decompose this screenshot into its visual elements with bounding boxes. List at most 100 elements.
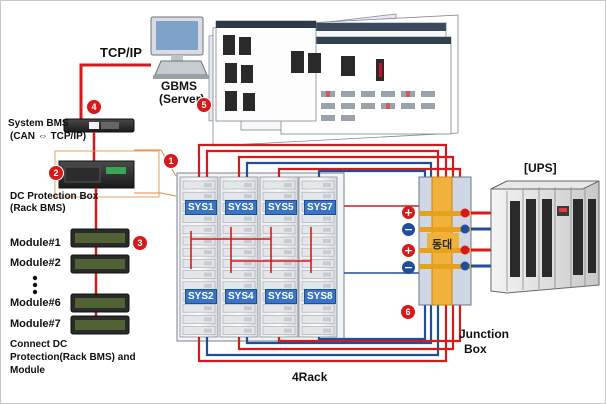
rack-module-slot bbox=[301, 326, 335, 335]
cable-line bbox=[237, 155, 455, 177]
rack-module-indicator bbox=[204, 317, 212, 322]
cable-line bbox=[317, 305, 427, 341]
marker-3: 3 bbox=[133, 236, 147, 250]
rack-module-indicator bbox=[323, 194, 331, 199]
rack-module-indicator bbox=[284, 283, 292, 288]
rack-module-slot bbox=[301, 236, 335, 246]
rack-module-indicator bbox=[204, 250, 212, 255]
marker-4: 4 bbox=[87, 100, 101, 114]
rack-module-indicator bbox=[323, 328, 331, 333]
junction-label-line1: Junction bbox=[459, 327, 509, 341]
cable-line bbox=[197, 143, 448, 177]
plus-terminal-icon: + bbox=[402, 244, 415, 257]
module1-label: Module#1 bbox=[10, 237, 61, 249]
rack-module-indicator bbox=[284, 227, 292, 232]
rack-module-indicator bbox=[323, 250, 331, 255]
minus-terminal-icon: − bbox=[402, 261, 415, 274]
rack-module-slot bbox=[262, 225, 296, 235]
rack-module-indicator bbox=[244, 328, 252, 333]
cable-line bbox=[245, 305, 433, 345]
cable-line bbox=[205, 305, 440, 357]
rack-module-indicator bbox=[323, 227, 331, 232]
rack-module-indicator bbox=[244, 227, 252, 232]
rack-module-slot bbox=[182, 247, 216, 257]
rack-module-slot bbox=[262, 247, 296, 257]
tcpip-label: TCP/IP bbox=[100, 45, 142, 60]
rack-module-indicator bbox=[284, 183, 292, 187]
rack-module-indicator bbox=[284, 194, 292, 199]
rack-module-indicator bbox=[284, 216, 292, 221]
rack-module-indicator bbox=[244, 250, 252, 255]
rack-module-indicator bbox=[323, 261, 331, 266]
sys-label: SYS8 bbox=[304, 289, 336, 304]
connect-note-line1: Connect DC bbox=[10, 339, 68, 350]
busbar-label: 동대 bbox=[432, 239, 453, 251]
plus-terminal-icon: + bbox=[402, 206, 415, 219]
rack-module-slot bbox=[262, 315, 296, 324]
marker-1: 1 bbox=[164, 154, 178, 168]
rack-module-indicator bbox=[323, 317, 331, 322]
rack-module-indicator bbox=[244, 306, 252, 311]
rack-module-slot bbox=[262, 259, 296, 268]
rack-module-slot bbox=[222, 247, 256, 257]
rack-module-indicator bbox=[244, 283, 252, 288]
rack-module-slot bbox=[222, 236, 256, 246]
sys-label: SYS2 bbox=[185, 289, 217, 304]
cable-line bbox=[317, 169, 427, 177]
rack-module-slot bbox=[301, 180, 335, 190]
rack-module-slot bbox=[262, 236, 296, 246]
sys-label: SYS7 bbox=[304, 200, 336, 215]
rack-module-slot bbox=[301, 315, 335, 324]
rack-module-indicator bbox=[204, 306, 212, 311]
rack-module-indicator bbox=[244, 261, 252, 266]
rack-module-indicator bbox=[323, 283, 331, 288]
dc-cables bbox=[190, 143, 462, 363]
ups-label: [UPS] bbox=[524, 161, 557, 175]
rack-module-slot bbox=[262, 270, 296, 279]
rack-module-indicator bbox=[323, 306, 331, 311]
rack-module-slot bbox=[222, 315, 256, 324]
rack-module-slot bbox=[182, 326, 216, 335]
rack-module-indicator bbox=[244, 317, 252, 322]
module2-label: Module#2 bbox=[10, 257, 61, 269]
rack-module-indicator bbox=[284, 261, 292, 266]
sys-label: SYS6 bbox=[265, 289, 297, 304]
rack-module-slot bbox=[301, 225, 335, 235]
rack-module-indicator bbox=[204, 216, 212, 221]
rack-module-indicator bbox=[323, 183, 331, 187]
computer-monitor-icon bbox=[150, 16, 204, 61]
cable-line bbox=[237, 305, 455, 351]
rack-module-slot bbox=[222, 180, 256, 190]
gbms-screenshots bbox=[208, 13, 459, 147]
rack-module-indicator bbox=[323, 239, 331, 243]
rack-module-slot bbox=[222, 225, 256, 235]
rack-module-slot bbox=[182, 315, 216, 324]
rack-module-indicator bbox=[204, 194, 212, 199]
server-label: (Server) bbox=[159, 92, 205, 106]
rack-module-indicator bbox=[244, 194, 252, 199]
rack-module-slot bbox=[182, 225, 216, 235]
rack-module-slot bbox=[182, 259, 216, 268]
rack-module-slot bbox=[182, 303, 216, 313]
cable-line bbox=[205, 149, 440, 177]
rack-module-slot bbox=[182, 236, 216, 246]
rack-module-slot bbox=[262, 303, 296, 313]
rack-module-slot bbox=[301, 303, 335, 313]
dc-protection-box-label: DC Protection Box bbox=[10, 191, 99, 202]
rack-module-slot bbox=[222, 326, 256, 335]
rack-module-slot bbox=[182, 180, 216, 190]
ups-connectors bbox=[460, 208, 491, 271]
rack-module-indicator bbox=[244, 216, 252, 221]
rack-module-indicator bbox=[284, 239, 292, 243]
gbms-label: GBMS bbox=[161, 79, 197, 93]
marker-5: 5 bbox=[197, 98, 211, 112]
junction-box bbox=[418, 176, 472, 306]
minus-terminal-icon: − bbox=[402, 223, 415, 236]
rack-module-slot bbox=[301, 259, 335, 268]
rack-module-indicator bbox=[204, 283, 212, 288]
rack-module-slot bbox=[222, 303, 256, 313]
ups-cabinet-icon bbox=[490, 180, 600, 294]
can-tcpip-label: (CAN ⇔ TCP/IP) bbox=[10, 131, 87, 142]
sys-label: SYS4 bbox=[225, 289, 257, 304]
rack-module-indicator bbox=[204, 261, 212, 266]
